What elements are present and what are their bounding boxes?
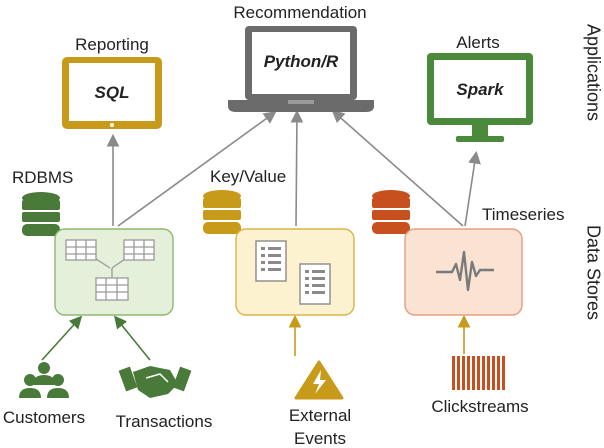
source-label-customers: Customers	[2, 408, 86, 427]
arrow-rdbms-recommendation	[117, 111, 277, 227]
arrow-timeseries-recommendation	[331, 109, 464, 227]
key-value-documents-icon	[255, 240, 331, 305]
arrow-transactions-rdbms	[113, 315, 151, 361]
store-title-keyvalue: Key/Value	[210, 167, 287, 186]
warning-lightning-icon	[294, 360, 344, 400]
clickstreams-barcode-icon	[452, 356, 505, 390]
source-label-events: Events	[294, 429, 346, 448]
customers-icon	[19, 362, 69, 398]
app-title-alerts: Alerts	[456, 33, 500, 52]
alerts-monitor-icon: Spark	[427, 53, 533, 142]
timeseries-store-box	[404, 228, 523, 316]
app-screen-python-r: Python/R	[264, 52, 339, 71]
app-title-reporting: Reporting	[75, 35, 149, 54]
arrow-keyvalue-recommendation	[290, 109, 304, 227]
source-label-clickstreams: Clickstreams	[431, 397, 529, 416]
recommendation-laptop-icon: Python/R	[228, 26, 374, 112]
relational-tables-icon	[65, 239, 155, 301]
source-label-transactions: Transactions	[115, 412, 213, 431]
rdbms-database-icon	[22, 192, 60, 236]
reporting-tablet-icon: SQL	[62, 57, 162, 129]
timeseries-waveform-icon	[436, 250, 494, 292]
arrow-customers-rdbms	[41, 315, 83, 361]
keyvalue-database-icon	[203, 190, 241, 234]
app-screen-sql: SQL	[95, 83, 130, 102]
source-label-external: External	[288, 406, 352, 425]
store-title-rdbms: RDBMS	[12, 168, 74, 187]
app-screen-spark: Spark	[456, 80, 505, 99]
handshake-icon	[118, 366, 192, 398]
store-title-timeseries: Timeseries	[482, 205, 565, 224]
keyvalue-store-box	[235, 228, 355, 316]
arrow-timeseries-alerts	[464, 150, 481, 227]
timeseries-database-icon	[372, 190, 410, 234]
app-title-recommendation: Recommendation	[233, 3, 367, 22]
